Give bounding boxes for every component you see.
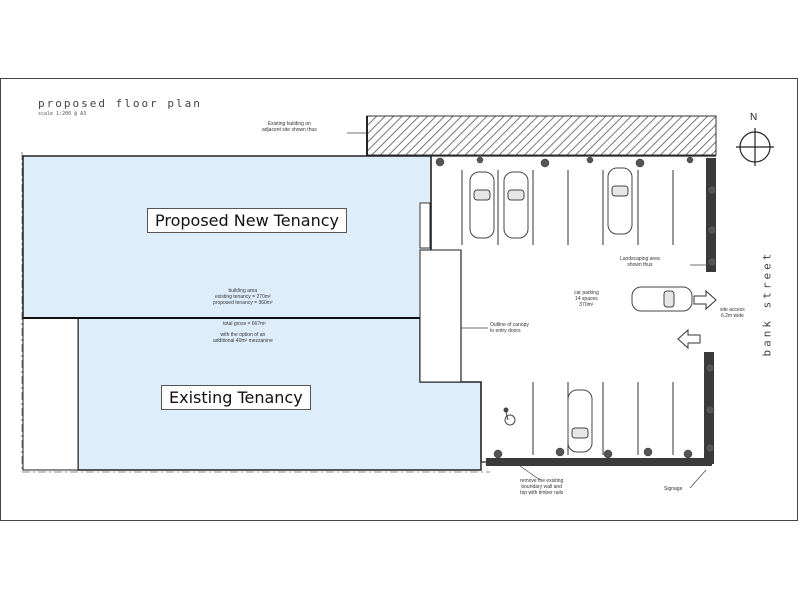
- parking-bays-top: [461, 170, 674, 245]
- leader-lines: [347, 132, 708, 489]
- note-building-area: building area existing tenancy = 270m² p…: [213, 288, 273, 306]
- adjacent-building: [366, 115, 717, 156]
- accessible-icon: [503, 407, 516, 426]
- north-label: N: [750, 112, 758, 123]
- car-icon: [503, 171, 529, 239]
- note-total-gross: total gross = 667m²: [223, 321, 266, 327]
- proposed-tenancy-area: [22, 155, 432, 319]
- street-label: bank street: [760, 250, 774, 357]
- north-arrow-icon: [736, 128, 774, 166]
- proposed-tenancy-label: Proposed New Tenancy: [147, 208, 347, 233]
- car-icon: [607, 167, 633, 235]
- plan-scale: scale 1:200 @ A3: [38, 111, 87, 117]
- car-icon: [469, 171, 495, 239]
- entry-door: [419, 202, 431, 249]
- drawing-frame: [0, 78, 798, 521]
- canopy-outline: [419, 249, 462, 383]
- site-boundary: [21, 152, 490, 473]
- car-icon: [631, 286, 693, 312]
- car-icon: [567, 389, 593, 453]
- parking-bays-bottom: [532, 382, 674, 455]
- left-unit: [22, 317, 79, 471]
- arrow-right-icon: [693, 289, 717, 311]
- arrow-left-icon: [677, 328, 701, 350]
- shrubs: [435, 156, 717, 459]
- existing-tenancy-label: Existing Tenancy: [161, 385, 311, 410]
- plan-title: proposed floor plan: [38, 97, 202, 110]
- note-signage: Signage: [664, 486, 683, 492]
